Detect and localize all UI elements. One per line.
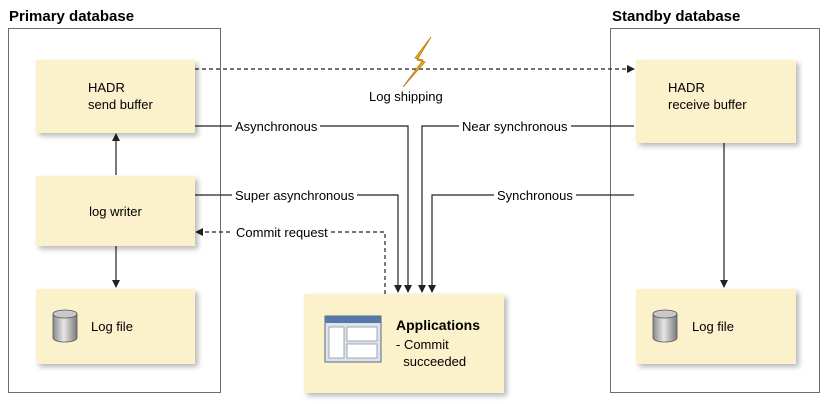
synchronous-label: Synchronous (494, 188, 576, 203)
hadr-send-buffer-node: HADR send buffer (36, 60, 195, 133)
database-cylinder-icon (52, 309, 78, 343)
log-writer-label: log writer (89, 203, 142, 219)
standby-database-title: Standby database (612, 8, 741, 25)
lightning-bolt-icon (402, 36, 432, 88)
primary-log-file-label: Log file (91, 319, 133, 334)
commit-request-path (195, 228, 386, 294)
super-asynchronous-path (195, 194, 402, 293)
standby-log-file-label: Log file (692, 319, 734, 334)
applications-node: Applications - Commit succeeded (304, 294, 504, 393)
applications-title: Applications (396, 317, 481, 333)
commit-request-label: Commit request (233, 225, 331, 240)
asynchronous-label: Asynchronous (232, 119, 321, 134)
log-shipping-label: Log shipping (366, 89, 446, 104)
applications-status: - Commit succeeded (396, 337, 467, 369)
receive-buffer-label: HADR receive buffer (668, 80, 747, 112)
standby-log-file-node: Log file (636, 289, 796, 364)
synchronous-path (428, 194, 634, 293)
database-cylinder-icon (652, 309, 678, 343)
asynchronous-path (195, 125, 412, 293)
send-buffer-label: HADR send buffer (88, 80, 153, 112)
application-window-icon (324, 315, 382, 363)
log-writer-node: log writer (36, 176, 195, 246)
hadr-receive-buffer-node: HADR receive buffer (636, 60, 796, 143)
primary-log-file-node: Log file (36, 289, 195, 364)
near-synchronous-label: Near synchronous (459, 119, 571, 134)
primary-database-title: Primary database (9, 8, 135, 25)
near-synchronous-path (418, 125, 634, 293)
super-asynchronous-label: Super asynchronous (232, 188, 358, 203)
